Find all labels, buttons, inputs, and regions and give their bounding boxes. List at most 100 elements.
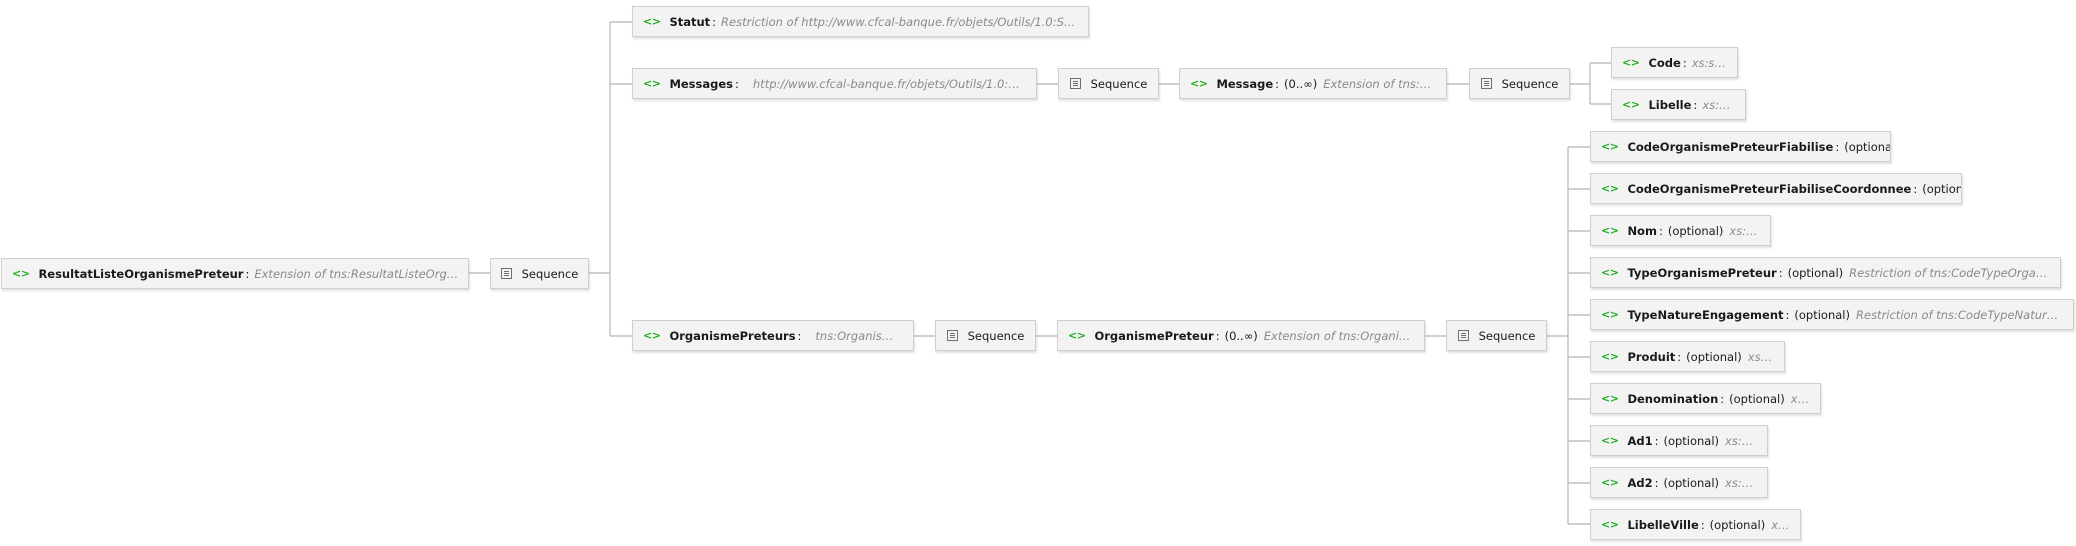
element-name: Nom — [1627, 223, 1657, 238]
colon-separator: : — [1654, 433, 1659, 448]
chevron-element-icon: <> — [643, 15, 661, 28]
element-codeorganismepreteurfiabilisecoordonnee[interactable]: <> CodeOrganismePreteurFiabiliseCoordonn… — [1590, 173, 1962, 204]
sequence-root[interactable]: Sequence — [490, 258, 589, 289]
colon-separator: : — [712, 14, 717, 29]
sequence-icon — [1069, 78, 1081, 89]
element-name: Statut — [669, 14, 711, 29]
chevron-element-icon: <> — [1601, 350, 1619, 363]
element-type: xs:string — [1725, 475, 1758, 490]
element-name: CodeOrganismePreteurFiabilise — [1627, 139, 1834, 154]
element-ad1[interactable]: <> Ad1 : (optional) xs:string — [1590, 425, 1768, 456]
colon-separator: : — [1835, 139, 1840, 154]
element-name: Denomination — [1627, 391, 1719, 406]
element-type: Extension of tns:Message — [1323, 76, 1437, 91]
colon-separator: : — [1700, 517, 1705, 532]
element-type: Extension of tns:OrganismePreteur — [1263, 328, 1415, 343]
element-cardinality: (0..∞) — [1224, 328, 1258, 343]
colon-separator: : — [1720, 391, 1725, 406]
element-cardinality: (optional) — [1667, 223, 1724, 238]
colon-separator: : — [1658, 223, 1663, 238]
element-denomination[interactable]: <> Denomination : (optional) xs:string — [1590, 383, 1821, 414]
chevron-element-icon: <> — [1601, 182, 1619, 195]
element-type: Restriction of http://www.cfcal-banque.f… — [721, 14, 1079, 29]
element-typenatureengagement[interactable]: <> TypeNatureEngagement : (optional) Res… — [1590, 299, 2074, 330]
element-name: CodeOrganismePreteurFiabiliseCoordonnee — [1627, 181, 1912, 196]
colon-separator: : — [1913, 181, 1918, 196]
element-cardinality: (optional) — [1686, 349, 1742, 364]
chevron-element-icon: <> — [643, 329, 661, 342]
element-cardinality: (optional) — [1922, 181, 1962, 196]
element-name: LibelleVille — [1627, 517, 1699, 532]
element-type: xs:string — [1771, 517, 1791, 532]
element-type: xs:string — [1691, 55, 1728, 70]
element-resultatlisteorganismepreteur[interactable]: <> ResultatListeOrganismePreteur : Exten… — [1, 258, 469, 289]
element-cardinality: (optional) — [1663, 433, 1720, 448]
element-message[interactable]: <> Message : (0..∞) Extension of tns:Mes… — [1179, 68, 1447, 99]
sequence-organismepreteurs[interactable]: Sequence — [935, 320, 1036, 351]
element-name: OrganismePreteurs — [669, 328, 796, 343]
element-name: TypeOrganismePreteur — [1627, 265, 1777, 280]
element-cardinality: (optional) — [1787, 265, 1844, 280]
sequence-messages[interactable]: Sequence — [1058, 68, 1159, 99]
chevron-element-icon: <> — [1601, 140, 1619, 153]
colon-separator: : — [1275, 76, 1280, 91]
element-cardinality: (optional) — [1844, 139, 1890, 154]
element-type: xs:string — [1729, 223, 1761, 238]
element-name: ResultatListeOrganismePreteur — [38, 266, 244, 281]
element-type: Extension of tns:ResultatListeOrganismeP… — [254, 266, 459, 281]
sequence-icon — [1480, 78, 1492, 89]
element-code[interactable]: <> Code : xs:string — [1611, 47, 1738, 78]
element-nom[interactable]: <> Nom : (optional) xs:string — [1590, 215, 1771, 246]
colon-separator: : — [245, 266, 250, 281]
chevron-element-icon: <> — [12, 267, 30, 280]
element-cardinality: (optional) — [1729, 391, 1785, 406]
element-ad2[interactable]: <> Ad2 : (optional) xs:string — [1590, 467, 1768, 498]
element-type: xs:string — [1702, 97, 1736, 112]
colon-separator: : — [1682, 55, 1687, 70]
colon-separator: : — [735, 76, 739, 91]
element-messages[interactable]: <> Messages : http://www.cfcal-banque.fr… — [632, 68, 1037, 99]
element-type: xs:string — [1725, 433, 1758, 448]
element-name: Code — [1648, 55, 1681, 70]
chevron-element-icon: <> — [1068, 329, 1086, 342]
element-cardinality: (optional) — [1663, 475, 1720, 490]
chevron-element-icon: <> — [1601, 518, 1619, 531]
sequence-label: Sequence — [521, 266, 579, 281]
element-name: TypeNatureEngagement — [1627, 307, 1784, 322]
element-name: Produit — [1627, 349, 1676, 364]
element-organismepreteurs[interactable]: <> OrganismePreteurs : tns:OrganismePret… — [632, 320, 914, 351]
sequence-icon — [500, 268, 512, 279]
element-statut[interactable]: <> Statut : Restriction of http://www.cf… — [632, 6, 1089, 37]
element-name: Message — [1216, 76, 1274, 91]
element-type: xs:string — [1790, 391, 1811, 406]
chevron-element-icon: <> — [1601, 392, 1619, 405]
element-type: tns:OrganismePreteurs — [815, 328, 904, 343]
sequence-message[interactable]: Sequence — [1469, 68, 1570, 99]
chevron-element-icon: <> — [1622, 56, 1640, 69]
chevron-element-icon: <> — [1601, 476, 1619, 489]
element-typeorganismepreteur[interactable]: <> TypeOrganismePreteur : (optional) Res… — [1590, 257, 2061, 288]
element-cardinality: (optional) — [1709, 517, 1766, 532]
sequence-label: Sequence — [1478, 328, 1536, 343]
colon-separator: : — [1677, 349, 1682, 364]
sequence-icon — [946, 330, 958, 341]
colon-separator: : — [1215, 328, 1220, 343]
element-produit[interactable]: <> Produit : (optional) xs:string — [1590, 341, 1785, 372]
element-organismepreteur[interactable]: <> OrganismePreteur : (0..∞) Extension o… — [1057, 320, 1425, 351]
sequence-label: Sequence — [967, 328, 1025, 343]
chevron-element-icon: <> — [1601, 308, 1619, 321]
chevron-element-icon: <> — [1601, 266, 1619, 279]
element-type: Restriction of tns:CodeTypeOrganismePret… — [1849, 265, 2051, 280]
element-libelleville[interactable]: <> LibelleVille : (optional) xs:string — [1590, 509, 1801, 540]
element-libelle[interactable]: <> Libelle : xs:string — [1611, 89, 1746, 120]
chevron-element-icon: <> — [1601, 434, 1619, 447]
element-name: Ad1 — [1627, 433, 1653, 448]
sequence-icon — [1457, 330, 1469, 341]
element-name: OrganismePreteur — [1094, 328, 1214, 343]
element-codeorganismepreteurfiabilise[interactable]: <> CodeOrganismePreteurFiabilise : (opti… — [1590, 131, 1891, 162]
colon-separator: : — [797, 328, 802, 343]
sequence-organismepreteur[interactable]: Sequence — [1446, 320, 1547, 351]
chevron-element-icon: <> — [1601, 224, 1619, 237]
chevron-element-icon: <> — [643, 77, 661, 90]
